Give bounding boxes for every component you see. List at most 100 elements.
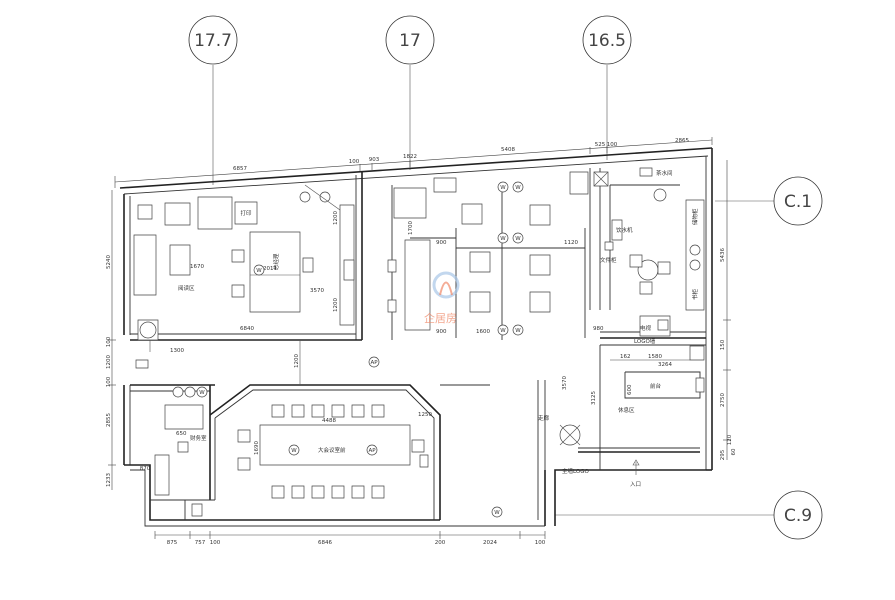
svg-text:17.7: 17.7 xyxy=(194,31,232,51)
svg-text:3264: 3264 xyxy=(658,362,672,368)
svg-text:5240: 5240 xyxy=(106,255,112,269)
svg-text:2011: 2011 xyxy=(263,266,277,272)
svg-text:茶水间: 茶水间 xyxy=(656,169,673,177)
svg-text:储物柜: 储物柜 xyxy=(691,208,699,225)
meeting-chairs-top xyxy=(272,405,384,417)
svg-text:1300: 1300 xyxy=(170,348,184,354)
svg-text:前台: 前台 xyxy=(650,382,662,390)
meeting-room: 4488 大会议室前 1690 1250 W AP W xyxy=(238,405,502,517)
svg-text:W: W xyxy=(515,185,521,191)
svg-text:600: 600 xyxy=(627,384,633,395)
svg-text:17: 17 xyxy=(399,31,421,51)
svg-text:6840: 6840 xyxy=(240,326,254,332)
svg-text:2024: 2024 xyxy=(483,540,497,546)
axis-grid: 17.7 17 16.5 C.1 C.9 xyxy=(189,16,822,539)
svg-text:100: 100 xyxy=(106,336,112,347)
svg-text:100: 100 xyxy=(210,540,221,546)
svg-text:AP: AP xyxy=(368,448,376,454)
svg-text:W: W xyxy=(515,236,521,242)
dimension-text-left: 5240 100 1200 100 2855 1233 870 xyxy=(106,255,151,487)
watermark-logo: 企居房 xyxy=(424,273,458,325)
axis-bubble-top-3: 16.5 xyxy=(583,16,631,64)
svg-text:100: 100 xyxy=(535,540,546,546)
axis-bubble-top-1: 17.7 xyxy=(189,16,237,64)
svg-text:100: 100 xyxy=(607,142,618,148)
svg-text:150: 150 xyxy=(720,339,726,350)
svg-text:1822: 1822 xyxy=(403,154,417,160)
svg-text:W: W xyxy=(515,328,521,334)
dimension-text-right: 5436 150 2750 295 120 60 xyxy=(720,248,737,461)
svg-text:4488: 4488 xyxy=(322,418,336,424)
svg-text:100: 100 xyxy=(106,376,112,387)
svg-text:1200: 1200 xyxy=(333,298,339,312)
svg-text:900: 900 xyxy=(436,329,447,335)
svg-text:120: 120 xyxy=(727,434,733,445)
center-area: AP 1200 xyxy=(294,340,379,385)
svg-text:2855: 2855 xyxy=(106,413,112,427)
svg-text:100: 100 xyxy=(349,159,360,165)
svg-text:1200: 1200 xyxy=(106,355,112,369)
svg-text:1600: 1600 xyxy=(476,329,490,335)
svg-text:6857: 6857 xyxy=(233,166,247,172)
svg-text:休息区: 休息区 xyxy=(618,406,635,414)
svg-text:总经理: 总经理 xyxy=(272,253,280,270)
svg-text:295: 295 xyxy=(720,449,726,460)
svg-text:980: 980 xyxy=(593,326,604,332)
svg-text:5436: 5436 xyxy=(720,248,726,262)
svg-text:525: 525 xyxy=(595,142,606,148)
svg-text:5408: 5408 xyxy=(501,147,515,153)
svg-text:打印: 打印 xyxy=(240,209,252,217)
axis-bubble-right-1: C.1 xyxy=(774,177,822,225)
svg-text:6846: 6846 xyxy=(318,540,332,546)
interior-walls xyxy=(130,168,706,520)
finance-room: W 650 财务室 xyxy=(155,387,207,516)
svg-text:W: W xyxy=(494,510,500,516)
svg-text:饮水机: 饮水机 xyxy=(616,226,633,234)
svg-text:W: W xyxy=(500,185,506,191)
dimension-lines xyxy=(108,137,731,539)
svg-text:阅读区: 阅读区 xyxy=(178,284,195,292)
svg-text:3125: 3125 xyxy=(591,391,597,405)
svg-text:C.1: C.1 xyxy=(784,192,812,212)
svg-text:1120: 1120 xyxy=(564,240,578,246)
svg-text:2865: 2865 xyxy=(675,138,689,144)
axis-bubble-top-2: 17 xyxy=(386,16,434,64)
svg-text:C.9: C.9 xyxy=(784,506,812,526)
svg-text:3570: 3570 xyxy=(310,288,324,294)
svg-text:60: 60 xyxy=(731,448,737,455)
svg-text:1200: 1200 xyxy=(333,211,339,225)
svg-text:W: W xyxy=(199,390,205,396)
svg-text:2750: 2750 xyxy=(720,393,726,407)
svg-text:903: 903 xyxy=(369,157,380,163)
svg-text:W: W xyxy=(500,236,506,242)
tea-lounge: 茶水间 储物柜 书柜 饮水机 文件柜 电视 xyxy=(600,168,704,336)
svg-text:AP: AP xyxy=(370,360,378,366)
svg-text:企居房: 企居房 xyxy=(424,311,457,325)
svg-text:文件柜: 文件柜 xyxy=(600,256,617,264)
svg-text:1580: 1580 xyxy=(648,354,662,360)
svg-text:16.5: 16.5 xyxy=(588,31,626,51)
svg-text:W: W xyxy=(256,268,262,274)
svg-text:W: W xyxy=(500,328,506,334)
svg-text:电视: 电视 xyxy=(640,324,652,332)
svg-text:LOGO墙: LOGO墙 xyxy=(634,337,656,345)
svg-text:1690: 1690 xyxy=(254,441,260,455)
svg-text:主墙LOGO: 主墙LOGO xyxy=(562,467,589,475)
outer-walls xyxy=(120,148,712,526)
svg-text:162: 162 xyxy=(620,354,631,360)
svg-text:1233: 1233 xyxy=(106,473,112,487)
svg-text:3570: 3570 xyxy=(562,376,568,390)
president-office: 打印 1670 阅读区 2011 总经理 W 1200 1200 3570 13… xyxy=(134,185,354,368)
svg-text:870: 870 xyxy=(140,466,151,472)
svg-text:W: W xyxy=(291,448,297,454)
svg-text:650: 650 xyxy=(176,431,187,437)
dimension-text-top: 6857 100 903 1822 5408 525 100 2865 xyxy=(233,138,689,172)
svg-text:财务室: 财务室 xyxy=(190,434,207,442)
svg-text:200: 200 xyxy=(435,540,446,546)
reception: LOGO墙 1580 3264 162 前台 600 休息区 3125 主墙LO… xyxy=(538,337,704,488)
open-office: W W W W W W 900 900 1120 1600 1700 980 xyxy=(388,172,608,340)
meeting-chairs-bottom xyxy=(272,486,384,498)
svg-text:900: 900 xyxy=(436,240,447,246)
svg-text:1200: 1200 xyxy=(294,354,300,368)
